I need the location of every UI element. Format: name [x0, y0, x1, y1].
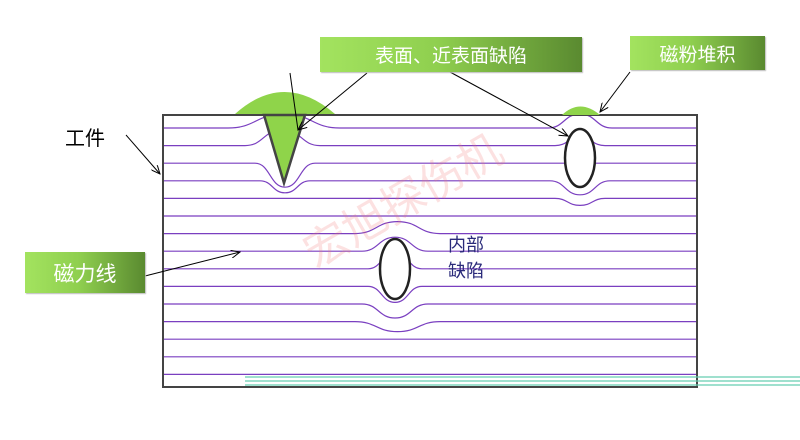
arrow-near-surface	[449, 71, 568, 136]
field-line	[163, 252, 697, 270]
arrow-to-crack	[289, 72, 299, 131]
magnetic-field-lines	[163, 113, 697, 375]
field-line	[163, 180, 697, 196]
arrow-powder	[600, 71, 631, 112]
arrow-surface-crack	[298, 72, 368, 130]
label-workpiece: 工件	[65, 126, 105, 150]
field-line	[163, 162, 697, 188]
workpiece-outline	[162, 114, 698, 388]
arrow-workpiece	[125, 134, 160, 174]
field-line	[163, 321, 697, 333]
internal-defect	[378, 237, 412, 301]
surface-crack-v	[262, 113, 307, 188]
powder-pile-left	[235, 92, 335, 114]
arrow-field-line	[144, 252, 240, 277]
label-internal-2: 缺陷	[448, 261, 484, 282]
field-line	[163, 236, 697, 252]
label-powder-accumulation: 磁粉堆积	[630, 36, 765, 70]
field-line	[163, 113, 697, 129]
label-surface-defect: 表面、近表面缺陷	[320, 37, 582, 72]
field-line	[163, 285, 697, 304]
field-line	[163, 220, 697, 235]
powder-pile-right	[562, 106, 600, 115]
field-line	[163, 197, 697, 207]
label-magnetic-lines: 磁力线	[25, 252, 145, 293]
near-surface-defect	[563, 127, 597, 189]
field-line	[163, 303, 697, 319]
label-internal-1: 内部	[448, 235, 484, 256]
